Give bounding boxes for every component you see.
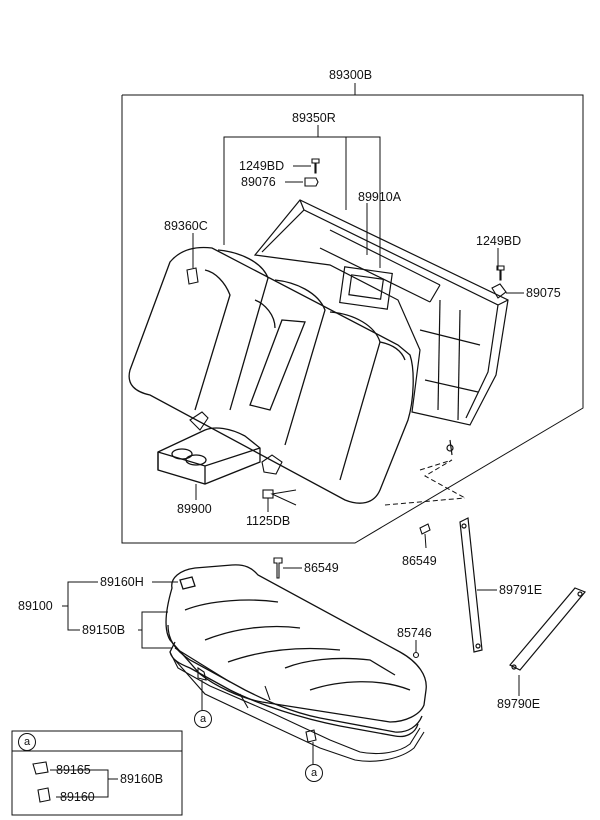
assy-frame xyxy=(121,94,584,544)
label-89350r: 89350R xyxy=(292,111,336,125)
label-89790e: 89790E xyxy=(497,697,541,711)
bracket-long-shape xyxy=(459,517,483,653)
label-89165: 89165 xyxy=(56,763,91,777)
label-89160h: 89160H xyxy=(100,575,144,589)
label-89910a: 89910A xyxy=(358,190,402,204)
seat-back-shape xyxy=(128,246,414,504)
label-89076: 89076 xyxy=(241,175,276,189)
marker-a-right: a xyxy=(305,764,323,782)
label-1125db: 1125DB xyxy=(246,514,291,528)
label-89300b: 89300B xyxy=(329,68,373,82)
label-89150b: 89150B xyxy=(82,623,126,637)
label-89075: 89075 xyxy=(526,286,561,300)
label-89900: 89900 xyxy=(177,502,212,516)
label-86549-mid: 86549 xyxy=(402,554,437,568)
bracket-right-shape xyxy=(509,587,586,671)
callout-marker-a: a xyxy=(18,733,36,751)
label-89791e: 89791E xyxy=(499,583,543,597)
label-1249bd-right: 1249BD xyxy=(476,234,522,248)
callout-table xyxy=(11,730,183,816)
label-89160b: 89160B xyxy=(120,772,164,786)
back-frame-shape xyxy=(253,199,509,456)
label-85746: 85746 xyxy=(397,626,432,640)
frame-bracket xyxy=(223,136,381,268)
label-1249bd-top: 1249BD xyxy=(239,159,285,173)
label-89100: 89100 xyxy=(18,599,53,613)
marker-a-left: a xyxy=(194,710,212,728)
label-89160: 89160 xyxy=(60,790,95,804)
armrest-shape xyxy=(157,427,261,485)
label-89360c: 89360C xyxy=(164,219,208,233)
cushion-wire-shape xyxy=(169,651,425,762)
label-86549-cushion: 86549 xyxy=(304,561,339,575)
